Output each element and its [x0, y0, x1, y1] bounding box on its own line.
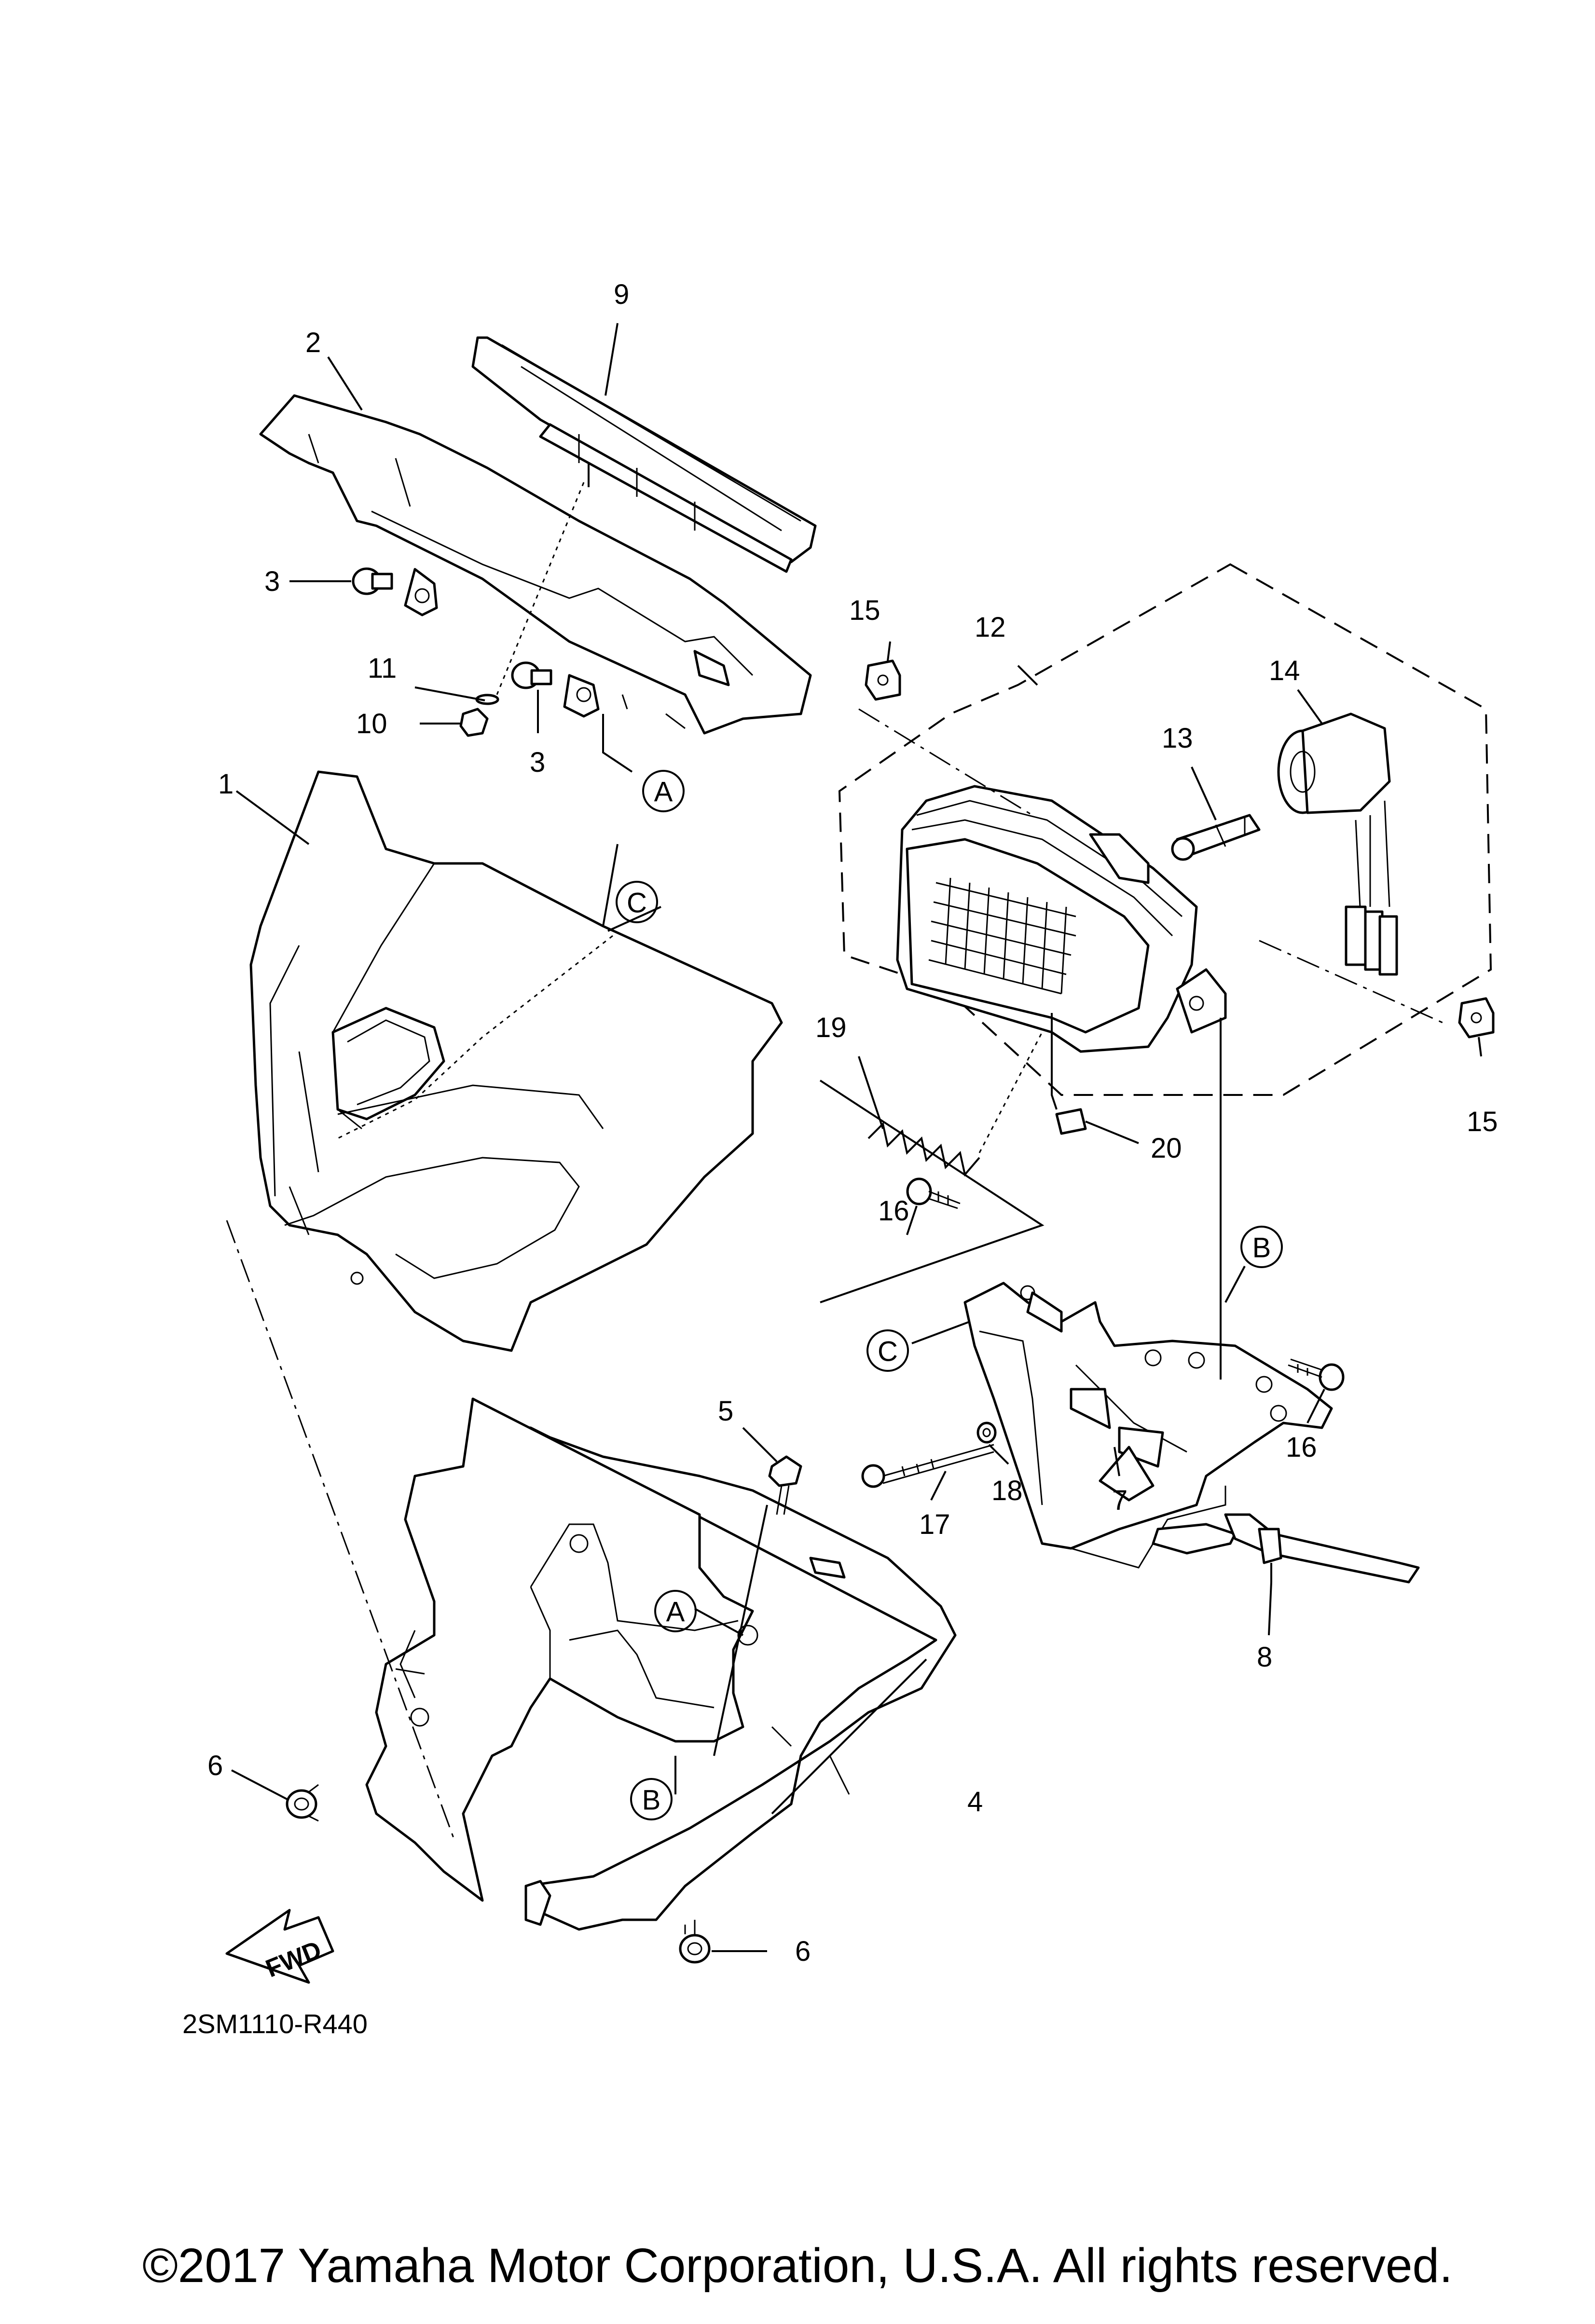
callout-14: 14 [1269, 655, 1300, 686]
callout-3-lower: 3 [530, 747, 545, 778]
ref-a-lower: A [654, 1590, 697, 1632]
cable-tie-8 [1224, 1513, 1420, 1584]
grommet-3-lower [511, 661, 552, 689]
svg-text:C: C [627, 888, 647, 919]
callout-4: 4 [967, 1786, 983, 1818]
copyright-notice: ©2017 Yamaha Motor Corporation, U.S.A. A… [142, 2239, 1453, 2293]
lower-cover [365, 1397, 957, 1931]
callout-19: 19 [815, 1012, 847, 1043]
callout-10: 10 [356, 708, 387, 739]
ref-c-upper: C [616, 881, 658, 923]
svg-text:B: B [1252, 1232, 1271, 1264]
meter-bracket [259, 394, 812, 735]
clip-15-lower [1458, 997, 1495, 1039]
clip-6-right [679, 1920, 711, 1964]
callout-9: 9 [614, 279, 629, 310]
callout-13: 13 [1162, 723, 1193, 754]
washer-18 [976, 1422, 997, 1444]
callout-5: 5 [718, 1395, 733, 1427]
socket-14 [1277, 712, 1398, 976]
svg-text:A: A [654, 777, 673, 808]
bolt-16-upper [906, 1177, 961, 1209]
callout-16-upper: 16 [878, 1195, 909, 1227]
ref-c-lower: C [866, 1329, 909, 1372]
ref-b-lower: B [630, 1778, 673, 1820]
reference-letters: A A B B C C [616, 770, 1283, 1820]
callout-2: 2 [305, 327, 321, 358]
bulb-13 [1171, 814, 1261, 861]
bolt-16-lower [1288, 1358, 1345, 1391]
callout-6-left: 6 [207, 1750, 223, 1781]
callout-17: 17 [919, 1509, 950, 1540]
nut-20 [1055, 1108, 1087, 1135]
leader-lines [231, 323, 1482, 1952]
svg-text:B: B [642, 1785, 661, 1816]
headlight-bracket [963, 1282, 1333, 1569]
meter-assembly [471, 336, 817, 573]
fwd-arrow: FWD [225, 1909, 334, 1984]
callout-numbers: 1 2 3 3 4 5 6 6 7 8 9 10 11 12 13 14 15 … [207, 279, 1498, 1967]
ref-a-upper: A [642, 770, 685, 812]
clip-6-left [286, 1784, 319, 1822]
svg-text:C: C [878, 1336, 898, 1367]
bolt-17 [861, 1444, 994, 1488]
clip-15-upper [865, 659, 901, 701]
callout-20: 20 [1151, 1133, 1182, 1164]
headlight-unit [896, 785, 1227, 1053]
callout-1: 1 [218, 768, 234, 800]
callout-6-right: 6 [795, 1936, 811, 1967]
callout-15-upper: 15 [849, 595, 880, 626]
callout-16-lower: 16 [1286, 1432, 1317, 1463]
callout-12: 12 [975, 612, 1006, 643]
svg-text:A: A [666, 1597, 685, 1628]
callout-8: 8 [1257, 1641, 1272, 1673]
bolt-5 [768, 1455, 802, 1515]
grommet-3-upper [352, 567, 393, 595]
callout-15-lower: 15 [1467, 1106, 1498, 1137]
callout-18: 18 [991, 1475, 1023, 1506]
nut-10 [459, 708, 489, 737]
callout-11: 11 [368, 653, 397, 684]
diagram-code: 2SM1110-R440 [182, 2009, 368, 2039]
ref-b-upper: B [1240, 1226, 1283, 1268]
callout-3-upper: 3 [264, 566, 280, 597]
front-cowl [249, 770, 783, 1352]
callout-7: 7 [1112, 1485, 1128, 1516]
